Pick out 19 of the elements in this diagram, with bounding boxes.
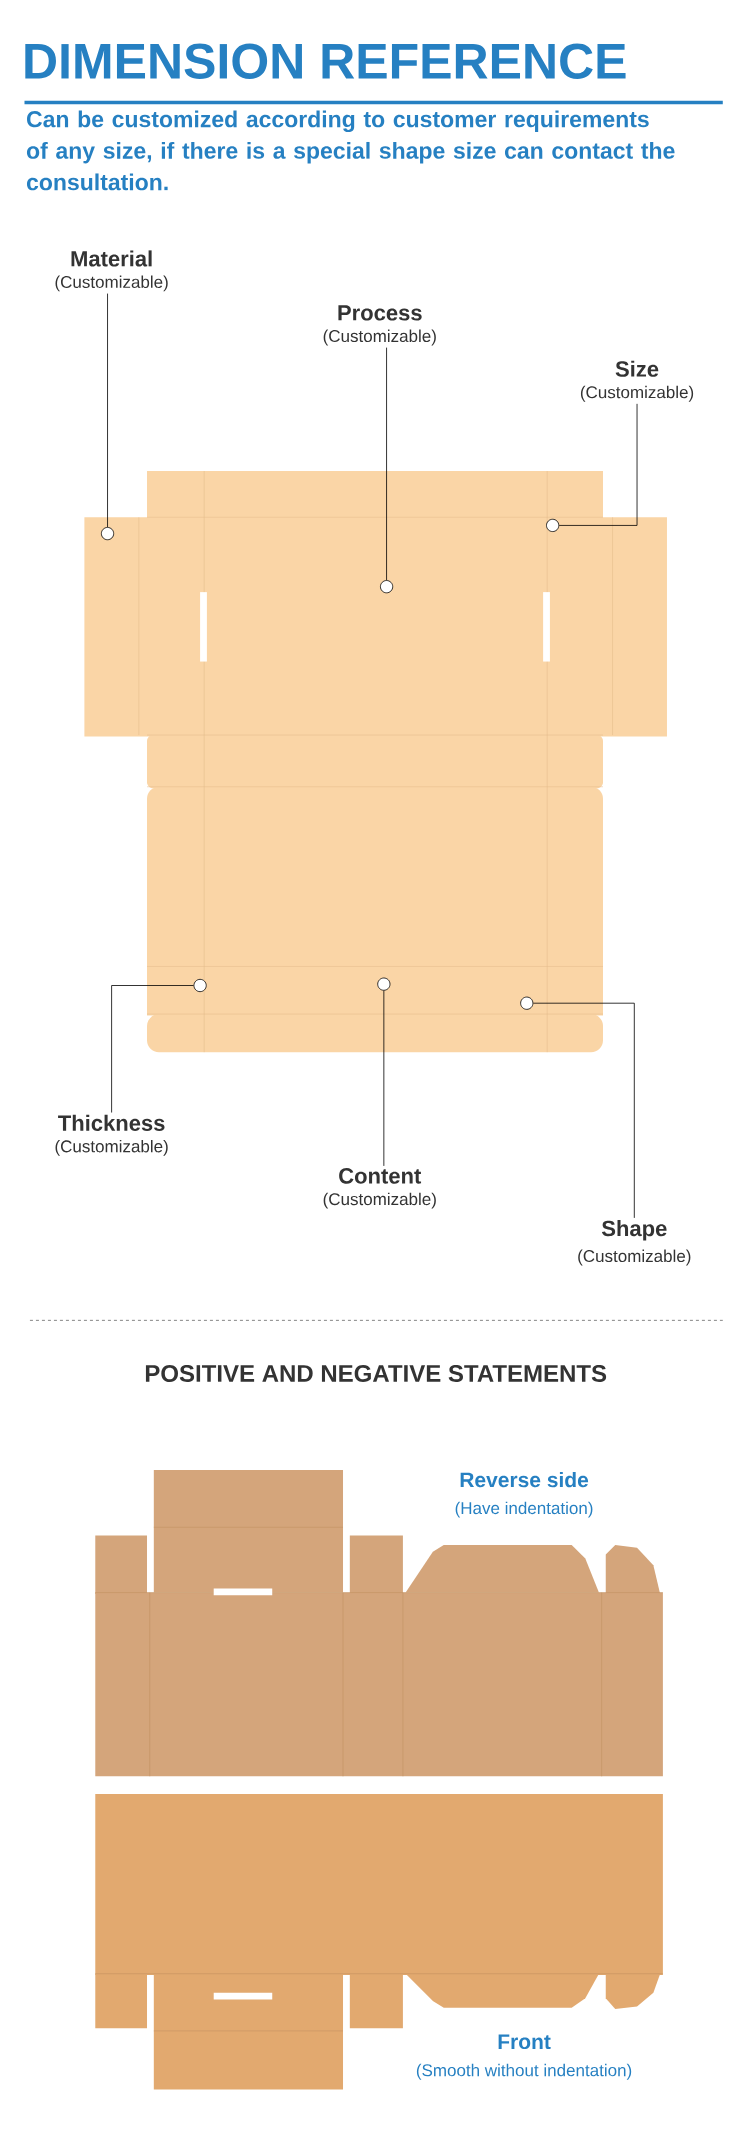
leader-line — [558, 403, 638, 526]
callout-label: Shape (Customizable) — [578, 1220, 691, 1266]
leader-line — [383, 990, 385, 1167]
side-label: Front — [498, 2034, 551, 2050]
title: DIMENSION REFERENCE — [25, 43, 626, 79]
callout-label: Size (Customizable) — [580, 360, 694, 402]
leader-line — [532, 1002, 635, 1219]
callout-label: Content (Customizable) — [323, 1168, 436, 1209]
leader-line — [107, 293, 108, 528]
subtitle: Can be customized according to customer requirements of any size, if there is a special shape size can contact the consultation. — [26, 110, 675, 191]
side-note: (Have indentation) — [455, 1501, 593, 1518]
callout-label: Thickness (Customizable) — [55, 1114, 168, 1156]
callout-label: Process (Customizable) — [323, 305, 436, 346]
side-note: (Smooth without indentation) — [416, 2063, 632, 2080]
side-label: Reverse side — [460, 1471, 589, 1488]
leader-line — [111, 985, 194, 1113]
section-heading: POSITIVE AND NEGATIVE STATEMENTS — [145, 1364, 607, 1382]
callout-label: Material (Customizable) — [55, 250, 168, 292]
leader-line — [386, 347, 387, 581]
